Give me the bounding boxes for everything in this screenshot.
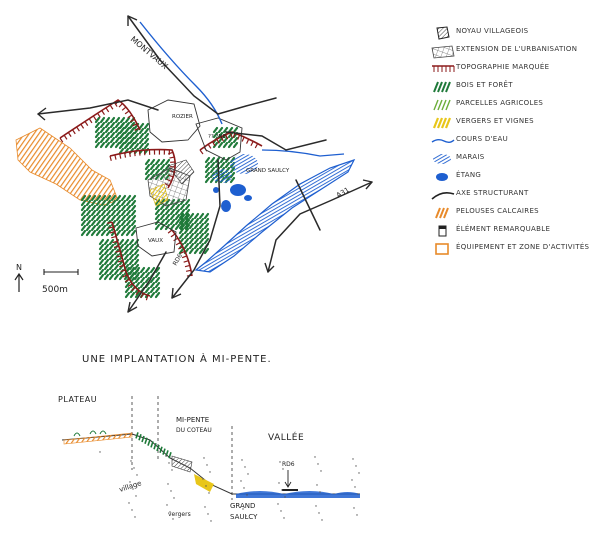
ground-dots [99,451,360,522]
legend-item: TOPOGRAPHIE MARQUÉE [430,60,595,78]
pond-icon [436,173,448,181]
grand-section-label: GRAND [230,502,255,510]
section-orchard [194,474,214,492]
legend-item: AXE STRUCTURANT [430,186,595,204]
valley-water [236,491,360,498]
legend-item: MARAIS [430,150,595,168]
legend-label: COURS D'EAU [456,135,509,143]
village-core-dark [167,159,195,185]
legend-label: MARAIS [456,153,485,161]
mid-village-label: ?? ?NE [208,134,227,140]
legend-label: AXE STRUCTURANT [456,189,529,197]
village-core-icon [436,26,450,40]
legend-label: PELOUSES CALCAIRES [456,207,539,215]
grand-saulcy-text: GRAND SAULCY [246,168,290,174]
urban-extension-icon [431,45,455,59]
limestone-lawns-area [15,127,119,206]
plateau-hedges [73,430,107,437]
mid-slope-label: MI-PENTE [176,416,209,424]
slope-profile [131,433,360,495]
road-north [127,15,219,115]
road-arrowheads [37,15,373,313]
road-south-west [127,251,167,313]
legend-item: ÉLÉMENT REMARQUABLE [430,222,595,240]
rd6-section-label: RD6 [282,461,295,468]
vaux-label: VAUX [148,238,163,244]
stream-icon [431,139,455,143]
legend-label: TOPOGRAPHIE MARQUÉE [456,63,550,71]
marshes [212,154,258,183]
legend-item: ÉQUIPEMENT ET ZONE D'ACTIVITÉS [430,240,595,258]
limestone-lawn-icon [435,207,449,219]
section-village [171,455,193,473]
mid-slope-sub-label: DU COTEAU [176,427,212,434]
legend-label: PARCELLES AGRICOLES [456,99,544,107]
road-west [37,99,159,115]
orchard-area [149,183,169,207]
rozier-outline [147,99,201,143]
mid-village-outline [195,117,243,161]
road-east [295,179,321,231]
valley-label: VALLÉE [268,431,304,443]
cross-section: UNE IMPLANTATION À MI-PENTE. PLATEAU MI-… [58,352,360,522]
forest-icon [433,81,451,93]
scale-label: 500m [42,285,68,295]
section-dividers [131,396,233,500]
legend-label: VERGERS ET VIGNES [456,117,534,125]
legend-item: ÉTANG [430,168,595,186]
legend-label: BOIS ET FORÊT [456,81,513,89]
legend: NOYAU VILLAGEOIS EXTENSION DE L'URBANISA… [430,24,595,258]
scale-bar [43,269,79,275]
legend-item: PELOUSES CALCAIRES [430,204,595,222]
legend-item: VERGERS ET VIGNES [430,114,595,132]
montvaux-label: MONTVAUX [129,35,170,72]
secondary-stream [261,149,345,157]
urban-extensions [135,99,243,257]
orchard-icon [432,117,452,129]
vergers-section-label: vergers [168,511,191,518]
legend-label: EXTENSION DE L'URBANISATION [456,45,578,53]
road-northeast [217,97,277,115]
legend-item: BOIS ET FORÊT [430,78,595,96]
plateau-lawns [63,432,133,445]
landmark-icon [438,225,447,237]
road-a31 [267,181,373,273]
ponds [213,184,252,212]
a31-label: A31 [335,186,351,200]
grand-saulcy-label: GRAND SAULCY [246,168,290,174]
vaux-outline [135,221,177,257]
road-mid [225,131,327,151]
legend-item: EXTENSION DE L'URBANISATION [430,42,595,60]
saulcy-section-label: SAULCY [230,513,258,521]
main-river [194,158,356,273]
legend-item: COURS D'EAU [430,132,595,150]
marsh-icon [433,154,451,164]
montvaux-stream [139,21,223,125]
road-rd6 [171,159,221,299]
north-letter: N [16,263,22,272]
relief-icon [432,65,455,72]
map: MONTVAUX ROZIER ?? ?NE VAUX GRAND SAULCY… [14,15,373,313]
agricultural-icon [433,99,451,111]
roads [37,15,373,313]
rd6-arrow-icon [284,470,292,488]
rozier-label: ROZIER [172,114,193,120]
plateau-label: PLATEAU [58,395,97,404]
legend-item: NOYAU VILLAGEOIS [430,24,595,42]
rd6-label: RD6 [172,252,184,267]
slope-forest [135,432,172,459]
legend-item: PARCELLES AGRICOLES [430,96,595,114]
activity-zone-icon [435,243,449,255]
main-axis-icon [431,192,455,200]
legend-label: NOYAU VILLAGEOIS [456,27,529,35]
legend-label: ÉQUIPEMENT ET ZONE D'ACTIVITÉS [456,243,590,251]
legend-label: ÉLÉMENT REMARQUABLE [456,225,551,233]
section-title: UNE IMPLANTATION À MI-PENTE. [82,352,272,365]
north-arrow-icon [14,272,24,292]
legend-label: ÉTANG [456,171,482,179]
